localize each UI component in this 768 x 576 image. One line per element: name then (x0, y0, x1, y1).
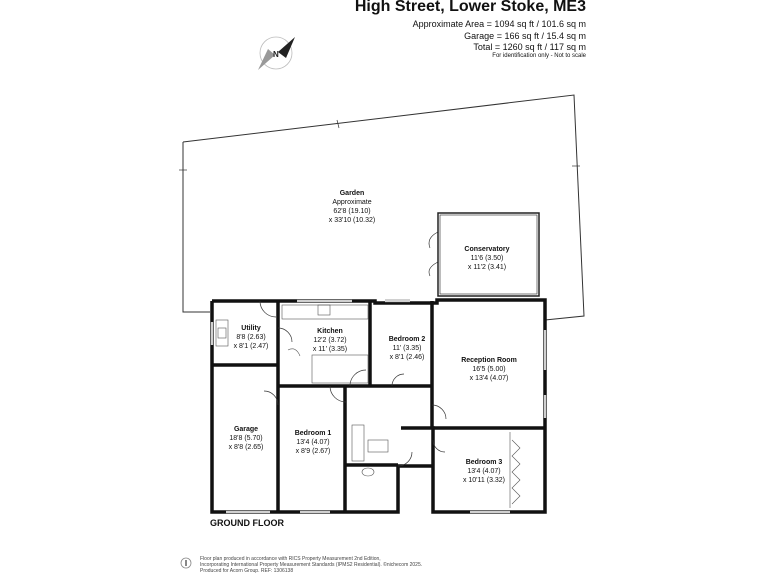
garage-label: Garage 18'8 (5.70) x 8'8 (2.65) (229, 426, 264, 451)
garden-label: Garden Approximate 62'8 (19.10) x 33'10 … (329, 190, 375, 224)
svg-text:Garage: Garage (234, 426, 258, 433)
svg-text:Bedroom 2: Bedroom 2 (389, 336, 426, 343)
window-frames (210, 299, 547, 514)
bedroom-1-label: Bedroom 1 13'4 (4.07) x 8'9 (2.67) (295, 430, 332, 455)
approximate-area-text: Approximate Area = 1094 sq ft / 101.6 sq… (412, 19, 586, 29)
page-title: High Street, Lower Stoke, ME3 (354, 0, 586, 15)
footer-text: Floor plan produced in accordance with R… (200, 556, 422, 574)
windows (210, 299, 547, 514)
kitchen-label: Kitchen 12'2 (3.72) x 11' (3.35) (313, 328, 347, 353)
svg-text:Utility: Utility (241, 325, 261, 332)
svg-text:Conservatory: Conservatory (464, 246, 509, 253)
footer-line-1: Floor plan produced in accordance with R… (200, 556, 381, 562)
svg-text:x 8'9 (2.67): x 8'9 (2.67) (296, 448, 331, 455)
footer-line-2: Incorporating International Property Mea… (200, 562, 423, 568)
svg-text:62'8 (19.10): 62'8 (19.10) (333, 208, 370, 215)
conservatory-label: Conservatory 11'6 (3.50) x 11'2 (3.41) (464, 246, 509, 271)
svg-text:11'6 (3.50): 11'6 (3.50) (471, 255, 504, 262)
svg-text:Kitchen: Kitchen (317, 328, 343, 335)
ipms-logo-icon (180, 557, 192, 569)
svg-text:8'8 (2.63): 8'8 (2.63) (236, 334, 265, 341)
compass-north-label: N (273, 50, 279, 59)
footer-line-3: Produced for Acorn Group. REF: 1306138 (200, 568, 294, 574)
svg-text:Bedroom 3: Bedroom 3 (466, 459, 503, 466)
svg-text:Reception Room: Reception Room (461, 357, 517, 364)
house-walls (210, 298, 547, 514)
garden-boundary (179, 94, 585, 321)
compass-icon: N (258, 36, 295, 70)
svg-text:11' (3.35): 11' (3.35) (393, 345, 422, 352)
floor-label: GROUND FLOOR (210, 518, 284, 528)
total-area-text: Total = 1260 sq ft / 117 sq m (473, 42, 586, 52)
svg-text:18'8 (5.70): 18'8 (5.70) (229, 435, 262, 442)
svg-text:x 11' (3.35): x 11' (3.35) (313, 346, 347, 353)
reception-room-label: Reception Room 16'5 (5.00) x 13'4 (4.07) (461, 357, 517, 382)
svg-text:12'2 (3.72): 12'2 (3.72) (313, 337, 346, 344)
svg-text:x 11'2 (3.41): x 11'2 (3.41) (468, 264, 506, 271)
svg-text:13'4 (4.07): 13'4 (4.07) (296, 439, 329, 446)
bedroom-3-label: Bedroom 3 13'4 (4.07) x 10'11 (3.32) (463, 459, 505, 484)
svg-text:x 8'1 (2.47): x 8'1 (2.47) (234, 343, 269, 350)
garage-area-text: Garage = 166 sq ft / 15.4 sq m (464, 31, 586, 41)
fixtures (215, 304, 521, 508)
door-swings (259, 300, 447, 467)
svg-text:x 10'11 (3.32): x 10'11 (3.32) (463, 477, 505, 484)
svg-text:x 33'10 (10.32): x 33'10 (10.32) (329, 217, 375, 224)
svg-text:16'5 (5.00): 16'5 (5.00) (472, 366, 505, 373)
conservatory-outline (428, 212, 540, 297)
svg-text:x 8'1 (2.46): x 8'1 (2.46) (390, 354, 425, 361)
svg-text:Garden: Garden (340, 190, 365, 197)
utility-label: Utility 8'8 (2.63) x 8'1 (2.47) (234, 325, 269, 350)
identification-note: For identification only - Not to scale (492, 53, 586, 59)
svg-text:13'4 (4.07): 13'4 (4.07) (467, 468, 500, 475)
svg-text:Bedroom 1: Bedroom 1 (295, 430, 332, 437)
svg-text:Approximate: Approximate (332, 199, 371, 206)
bedroom-2-label: Bedroom 2 11' (3.35) x 8'1 (2.46) (389, 336, 426, 361)
svg-text:x 13'4 (4.07): x 13'4 (4.07) (470, 375, 509, 382)
svg-text:x 8'8 (2.65): x 8'8 (2.65) (229, 444, 264, 451)
